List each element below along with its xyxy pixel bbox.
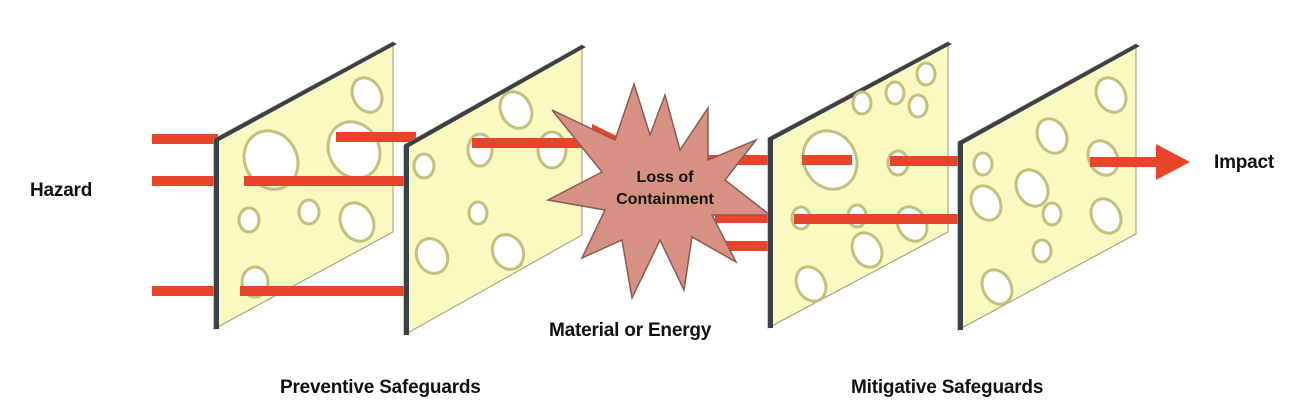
- material-or-energy-label: Material or Energy: [549, 320, 712, 341]
- hazard-arrows-entry: [152, 134, 218, 296]
- hazard-arrows-through-1: [240, 132, 416, 296]
- hazard-line-top: [152, 134, 218, 144]
- loss-of-containment-line-2: Containment: [616, 191, 714, 208]
- mitigative-slice-1: [767, 41, 952, 329]
- release-arrows: [700, 155, 810, 251]
- loss-of-containment-label: Loss of Containment: [590, 167, 740, 211]
- loss-of-containment-line-1: Loss of: [636, 169, 694, 186]
- hazard-line-middle: [152, 176, 218, 186]
- hazard-label: Hazard: [30, 180, 93, 201]
- impact-label: Impact: [1214, 152, 1275, 173]
- impact-arrow: [1090, 144, 1190, 180]
- hazard-line-bottom: [152, 286, 218, 296]
- mitigative-slice-2: [957, 43, 1140, 331]
- loss-of-containment-burst: [545, 81, 773, 301]
- preventive-safeguards-label: Preventive Safeguards: [280, 377, 481, 398]
- impact-arrows-through-1: [794, 155, 970, 224]
- preventive-slice-2: [403, 44, 586, 336]
- mitigative-safeguards-label: Mitigative Safeguards: [851, 377, 1044, 398]
